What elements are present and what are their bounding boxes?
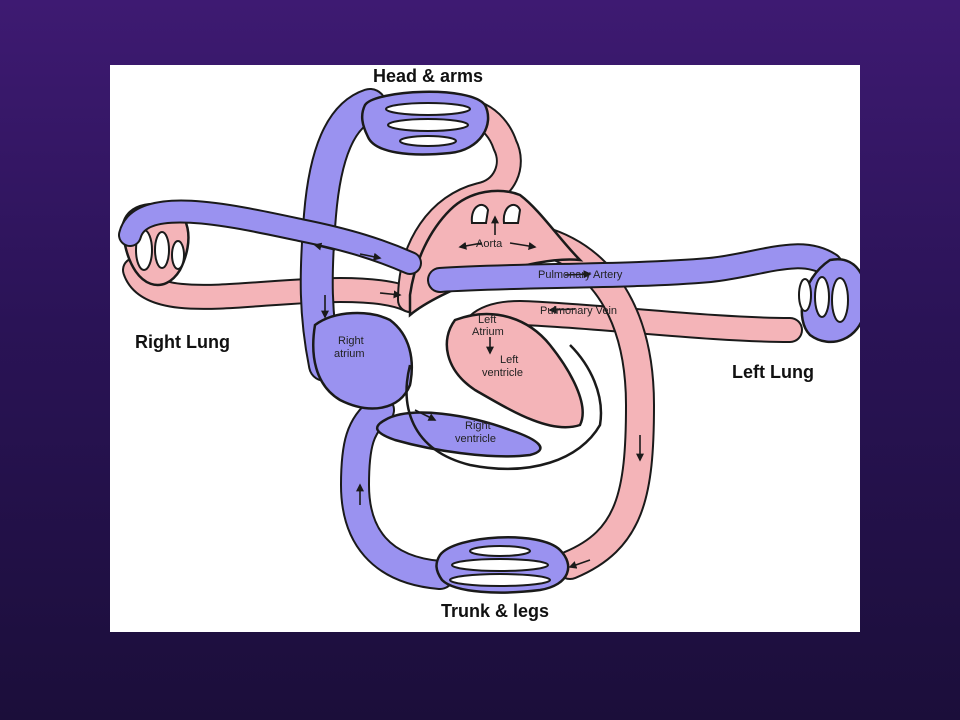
trunk-loop-2: [451, 558, 549, 572]
label-left-atrium-line1: Left: [478, 314, 496, 326]
aorta-valve-right: [502, 203, 522, 224]
label-pulmonary-vein: Pulmonary Vein: [540, 305, 617, 317]
arrow-pulm-artery: [564, 270, 592, 279]
flow-arrows: [313, 215, 644, 569]
arrow-aorta-left: [458, 241, 483, 250]
label-aorta: Aorta: [476, 238, 503, 250]
trunk-loop-1: [469, 545, 531, 557]
label-left-atrium-line2: Atrium: [472, 326, 504, 338]
arrow-right-lung-lower: [379, 290, 402, 299]
head-loop-1: [385, 102, 471, 116]
label-trunk-legs: Trunk & legs: [441, 601, 549, 621]
trunk-loop-3: [449, 573, 551, 587]
left-lung-loop-2: [814, 276, 830, 318]
label-right-atrium-line2: atrium: [334, 348, 365, 360]
label-pulmonary-artery: Pulmonary Artery: [538, 269, 623, 281]
left-lung-loop-3: [831, 277, 849, 323]
label-right-atrium-line1: Right: [338, 335, 364, 347]
arrow-aorta-right: [509, 242, 537, 250]
arrow-pulm-vein: [548, 305, 576, 314]
label-left-ventricle-line1: Left: [500, 354, 518, 366]
label-left-lung: Left Lung: [732, 362, 814, 382]
heart-outline: [405, 344, 603, 471]
label-right-ventricle-line2: ventricle: [455, 433, 496, 445]
arrow-to-right-lung-top: [313, 242, 336, 251]
left-lung-loop-1: [798, 278, 812, 312]
right-atrium: [312, 311, 414, 410]
left-ventricle: [445, 312, 584, 429]
arrow-right-lung-upper: [359, 252, 382, 261]
right-ventricle: [375, 411, 542, 458]
arrow-trunk-return: [568, 559, 591, 569]
head-loop-2: [387, 118, 469, 132]
label-left-ventricle-line2: ventricle: [482, 367, 523, 379]
right-lung-loop-2: [154, 231, 170, 269]
diagram-panel: Head & arms Trunk & legs Right Lung Left…: [110, 65, 860, 632]
right-lung-loop-3: [171, 240, 185, 270]
label-right-ventricle-line1: Right: [465, 420, 491, 432]
label-right-lung: Right Lung: [135, 332, 230, 352]
label-head-arms: Head & arms: [373, 66, 483, 86]
circulation-diagram: Head & arms Trunk & legs Right Lung Left…: [118, 66, 860, 621]
aorta-valve-left: [470, 203, 490, 224]
head-loop-3: [399, 135, 457, 147]
arrow-right-ventricle: [414, 409, 437, 421]
